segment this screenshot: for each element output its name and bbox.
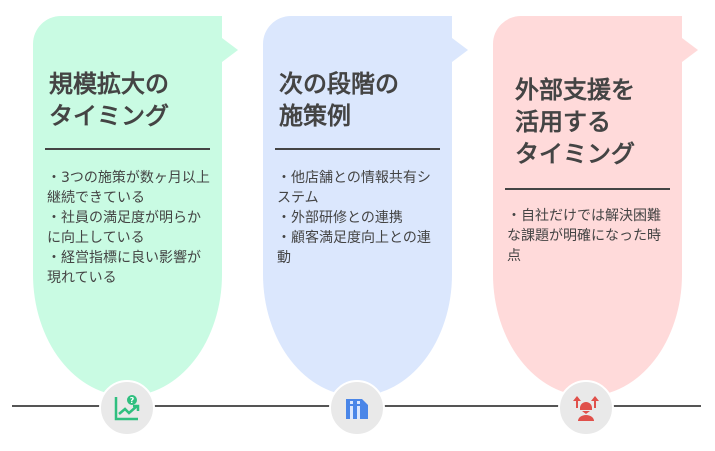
svg-text:?: ? — [130, 396, 135, 405]
building-icon — [329, 380, 385, 436]
support-arrows-icon — [558, 380, 614, 436]
divider — [275, 148, 440, 150]
card-body: ・他店舗との情報共有システム ・外部研修との連携 ・顧客満足度向上との連動 — [277, 170, 431, 266]
chart-question-icon: ? — [99, 380, 155, 436]
card-title: 次の段階の 施策例 — [279, 70, 399, 130]
divider — [45, 148, 210, 150]
card-next-stage: 次の段階の 施策例 ・他店舗との情報共有システム ・外部研修との連携 ・顧客満足… — [263, 16, 468, 396]
card-title: 外部支援を 活用する タイミング — [515, 76, 635, 168]
card-external-support: 外部支援を 活用する タイミング ・自社だけでは解決困難な課題が明確になった時点 — [493, 16, 698, 396]
card-scale-timing: 規模拡大の タイミング ・3つの施策が数ヶ月以上継続できている ・社員の満足度が… — [33, 16, 238, 396]
card-body: ・自社だけでは解決困難な課題が明確になった時点 — [507, 208, 661, 264]
card-title: 規模拡大の タイミング — [49, 70, 169, 130]
card-body: ・3つの施策が数ヶ月以上継続できている ・社員の満足度が明らかに向上している ・… — [47, 170, 210, 286]
divider — [505, 188, 670, 190]
